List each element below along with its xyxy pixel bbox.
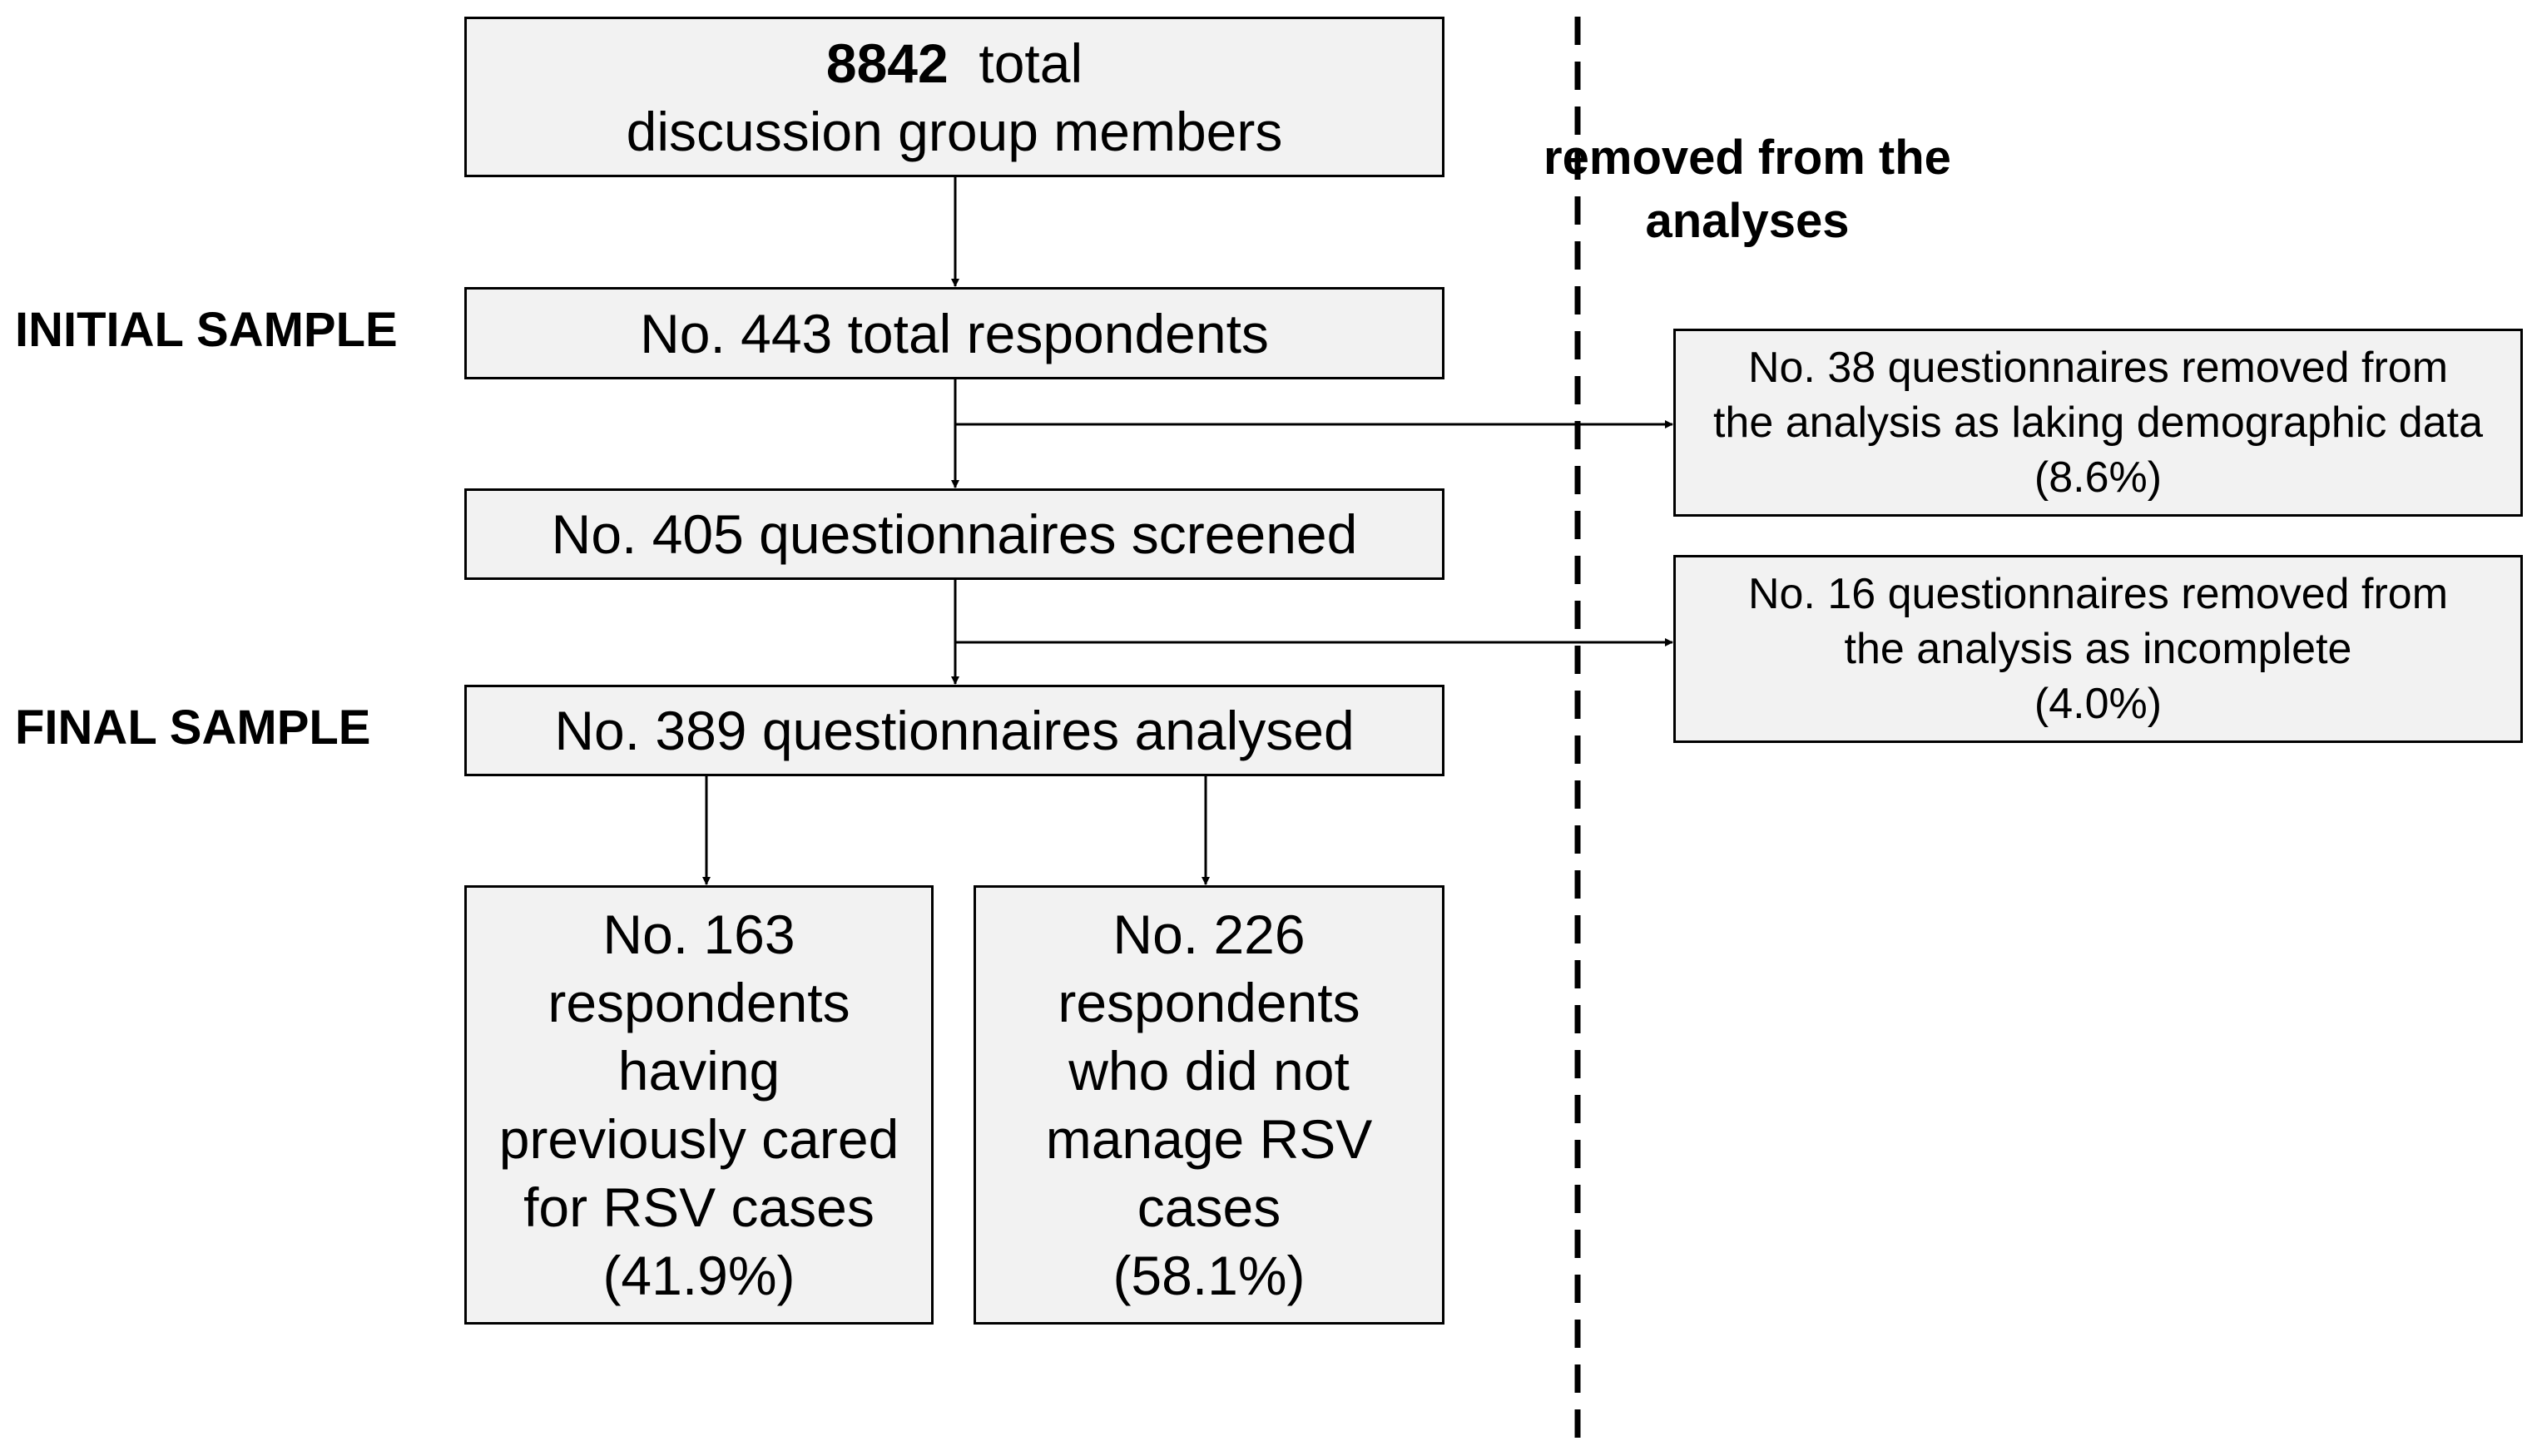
- removed-header: removed from the analyses: [1415, 126, 2080, 253]
- final-sample-label: FINAL SAMPLE: [15, 701, 371, 755]
- not-managed-rsv-line-1: No. 226: [1112, 904, 1306, 965]
- screened-text: No. 405 questionnaires screened: [551, 503, 1358, 565]
- removed-header-line-1: removed from the: [1543, 131, 1951, 185]
- removed-incomplete-line-1: No. 16 questionnaires removed from: [1747, 570, 2449, 618]
- cared-rsv-line-4: previously cared: [498, 1108, 899, 1170]
- removed-incomplete-line-3: (4.0%): [2034, 680, 2163, 728]
- removed-incomplete-line-2: the analysis as incomplete: [1844, 625, 2352, 673]
- initial-sample-label: INITIAL SAMPLE: [15, 303, 398, 357]
- cared-rsv-line-1: No. 163: [602, 904, 795, 965]
- removed-incomplete-box: No. 16 questionnaires removed from the a…: [1673, 555, 2523, 743]
- total-respondents-text: No. 443 total respondents: [640, 302, 1269, 364]
- total-members-line-2: discussion group members: [626, 100, 1283, 162]
- total-members-count-suffix: total: [979, 32, 1083, 94]
- cared-rsv-line-2: respondents: [548, 972, 850, 1033]
- removed-demographic-line-3: (8.6%): [2034, 453, 2163, 502]
- removed-demographic-box: No. 38 questionnaires removed from the a…: [1673, 329, 2523, 517]
- total-respondents-box: No. 443 total respondents: [464, 287, 1444, 379]
- total-members-line-1: 8842 total: [826, 29, 1083, 97]
- cared-rsv-line-5: for RSV cases: [523, 1176, 875, 1238]
- not-managed-rsv-line-3: who did not: [1068, 1040, 1350, 1102]
- total-members-count: 8842: [825, 32, 949, 94]
- total-members-box: 8842 total discussion group members: [464, 17, 1444, 177]
- removed-demographic-line-2: the analysis as laking demographic data: [1712, 399, 2483, 447]
- removed-header-line-2: analyses: [1645, 194, 1850, 248]
- analysed-box: No. 389 questionnaires analysed: [464, 685, 1444, 776]
- not-managed-rsv-line-4: manage RSV: [1045, 1108, 1373, 1170]
- not-managed-rsv-line-5: cases: [1137, 1176, 1281, 1238]
- cared-rsv-line-6: (41.9%): [602, 1245, 795, 1306]
- not-managed-rsv-line-6: (58.1%): [1112, 1245, 1306, 1306]
- cared-rsv-line-3: having: [617, 1040, 780, 1102]
- analysed-text: No. 389 questionnaires analysed: [554, 700, 1355, 761]
- removed-demographic-line-1: No. 38 questionnaires removed from: [1747, 344, 2449, 392]
- not-managed-rsv-line-2: respondents: [1058, 972, 1360, 1033]
- not-managed-rsv-box: No. 226 respondents who did not manage R…: [974, 885, 1444, 1325]
- cared-rsv-box: No. 163 respondents having previously ca…: [464, 885, 934, 1325]
- screened-box: No. 405 questionnaires screened: [464, 488, 1444, 580]
